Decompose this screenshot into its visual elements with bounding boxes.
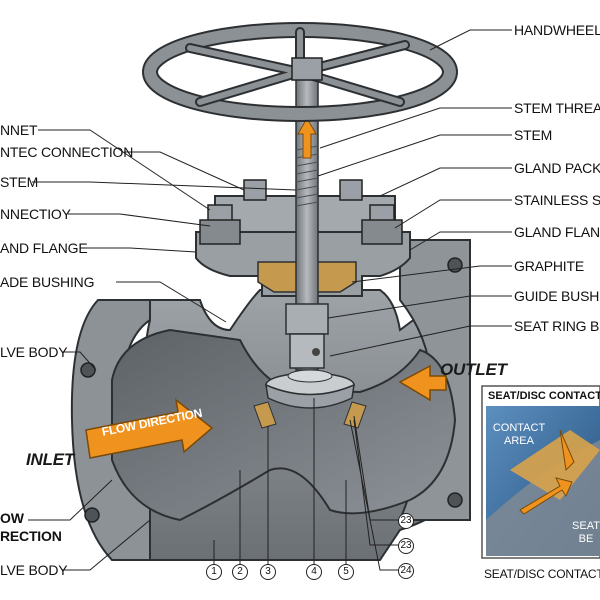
label-gland-flange-left: AND FLANGE — [0, 240, 88, 256]
label-stem-left: STEM — [0, 174, 39, 190]
label-bonnet: NNET — [0, 122, 38, 138]
label-seat-ring-bevel: SEAT RING BEV — [514, 318, 600, 334]
label-gland-flange-right: GLAND FLANG — [514, 224, 600, 240]
leader-lines — [28, 29, 512, 571]
label-flow-direction-1: OW — [0, 510, 24, 526]
label-flow-direction-2: RECTION — [0, 528, 62, 544]
callout-5: 5 — [338, 564, 354, 580]
inset-seat-1: SEAT — [572, 520, 600, 532]
label-handwheel: HANDWHEEL — [514, 22, 600, 38]
flow-direction-arrow — [85, 398, 214, 459]
label-valve-body: LVE BODY — [0, 344, 68, 360]
label-guide-bushing-left: ADE BUSHING — [0, 274, 95, 290]
label-outlet: OUTLET — [440, 360, 507, 379]
label-inlet: INLET — [26, 450, 75, 469]
callout-4: 4 — [306, 564, 322, 580]
inset-caption: SEAT/DISC CONTACT — [484, 567, 600, 581]
inset-seat-disc-contact — [481, 385, 600, 559]
callout-3: 3 — [260, 564, 276, 580]
inset-contact-area-1: CONTACT — [492, 422, 546, 434]
outlet-arrow-icon — [398, 364, 447, 402]
callout-23a: 23 — [398, 513, 414, 529]
inset-title: SEAT/DISC CONTACT — [488, 390, 600, 402]
inset-contact-area-2: AREA — [504, 435, 534, 447]
callout-23b: 23 — [398, 538, 414, 554]
stem-arrow-icon — [297, 116, 317, 159]
inset-seat-2: BE — [578, 533, 594, 545]
label-stem-right: STEM — [514, 127, 553, 143]
label-bonnet-connection: NTEC CONNECTION — [0, 144, 134, 160]
label-guide-bushing-right: GUIDE BUSHI — [514, 288, 600, 304]
label-gland-packing: GLAND PACK — [514, 160, 600, 176]
callout-1: 1 — [206, 564, 222, 580]
callout-2: 2 — [232, 564, 248, 580]
gland-bolts — [199, 179, 403, 245]
label-connection: NNECTIOY — [0, 206, 71, 222]
stem — [285, 69, 329, 371]
label-stem-thread: STEM THREA — [514, 100, 600, 116]
callout-24: 24 — [398, 563, 414, 579]
label-valve-body-bottom: LVE BODY — [0, 562, 68, 578]
handwheel — [142, 22, 458, 122]
disc — [253, 369, 367, 429]
label-stainless-stem: STAINLESS ST — [514, 192, 600, 208]
label-graphite: GRAPHITE — [514, 258, 584, 274]
